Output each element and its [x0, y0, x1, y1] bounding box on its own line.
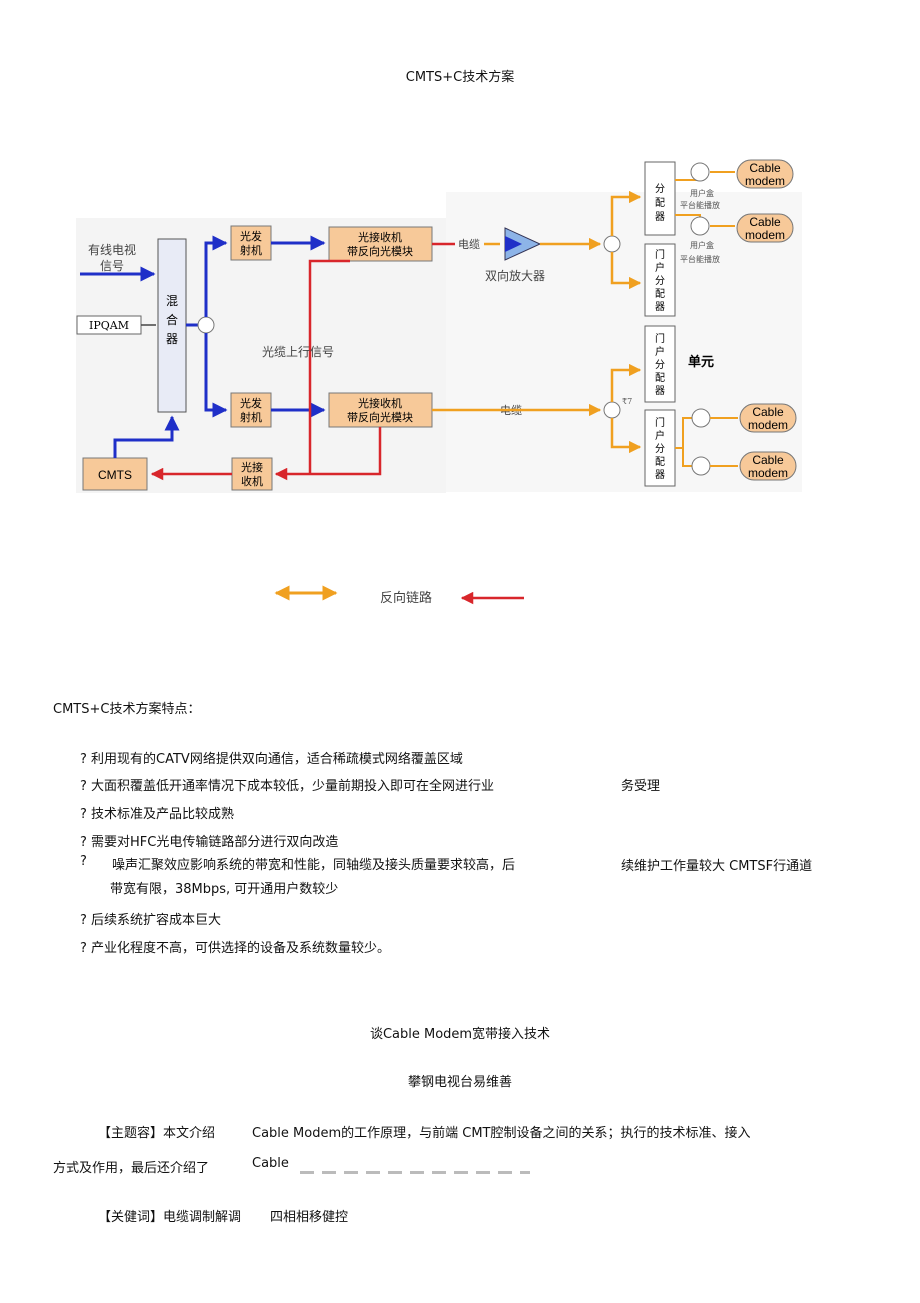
outlet-3 — [691, 408, 711, 428]
abstract-label: 【主题容】本文介绍 — [98, 1126, 216, 1141]
svg-text:配: 配 — [655, 456, 665, 468]
svg-text:₹7: ₹7 — [622, 397, 632, 406]
svg-text:器: 器 — [655, 385, 665, 397]
bullet-item-text: 带宽有限，38Mbps, 可开通用户数较少 — [110, 882, 339, 897]
svg-text:光接收机: 光接收机 — [358, 230, 402, 244]
svg-text:光接: 光接 — [241, 460, 263, 474]
svg-text:分: 分 — [655, 359, 665, 371]
bullet-item-tail: 务受理 — [621, 779, 661, 794]
article-title: 谈Cable Modem宽带接入技术 — [369, 1027, 551, 1042]
outlet-4 — [691, 456, 711, 476]
keywords-text: 四相相移健控 — [270, 1210, 349, 1225]
amplifier-label: 双向放大器 — [485, 268, 545, 283]
cable-tv-signal-label-2: 信号 — [100, 259, 124, 273]
outlet-2 — [690, 216, 710, 236]
split-node — [197, 316, 215, 334]
page-title: CMTS+C技术方案 — [405, 70, 515, 85]
svg-text:分: 分 — [655, 275, 665, 287]
bullet-item: ? 产业化程度不高，可供选择的设备及系统数量较少。 — [80, 941, 391, 956]
svg-text:配: 配 — [655, 372, 665, 384]
uplink-label: 光缆上行信号 — [262, 345, 334, 359]
svg-text:平台能播放: 平台能播放 — [680, 200, 720, 210]
svg-text:配: 配 — [655, 288, 665, 300]
house-splitter-box-2 — [644, 325, 676, 403]
svg-text:Cable: Cable — [752, 453, 784, 467]
svg-text:用户盒: 用户盒 — [690, 240, 714, 250]
svg-text:modem: modem — [748, 466, 788, 480]
bullet-item: ? 大面积覆盖低开通率情况下成本较低，少量前期投入即可在全网进行业 — [80, 779, 495, 794]
cable-tv-signal-label: 有线电视 — [88, 242, 136, 257]
svg-text:Cable: Cable — [749, 161, 781, 175]
svg-text:射机: 射机 — [240, 243, 262, 257]
svg-text:光发: 光发 — [240, 396, 262, 410]
tap-node-1 — [603, 235, 621, 253]
svg-text:户: 户 — [655, 345, 665, 358]
bullet-item: ? 需要对HFC光电传输链路部分进行双向改造 — [80, 835, 339, 850]
cable-modem-2 — [736, 213, 794, 243]
svg-text:modem: modem — [745, 228, 785, 242]
svg-text:门: 门 — [655, 248, 665, 261]
mixer-box — [157, 238, 187, 413]
cable-modem-3 — [739, 403, 797, 433]
svg-text:器: 器 — [655, 301, 665, 313]
svg-text:门: 门 — [655, 416, 665, 429]
svg-text:用户盒: 用户盒 — [690, 188, 714, 198]
svg-text:收机: 收机 — [241, 474, 263, 488]
bullet-item: ? — [80, 854, 87, 869]
ipqam-label: IPQAM — [89, 319, 129, 332]
svg-text:射机: 射机 — [240, 410, 262, 424]
svg-text:分: 分 — [655, 183, 665, 195]
abstract-text: 方式及作用，最后还介绍了 — [53, 1161, 210, 1176]
cable-label-1: 电缆 — [458, 238, 480, 251]
svg-text:Cable: Cable — [752, 405, 784, 419]
article-author: 攀钢电视台易维善 — [407, 1075, 512, 1090]
bullet-item-text: 噪声汇聚效应影响系统的带宽和性能，同轴缆及接头质量要求较高，后 — [112, 858, 516, 873]
svg-text:器: 器 — [655, 211, 665, 223]
svg-text:户: 户 — [655, 429, 665, 442]
bullet-item: ? 后续系统扩容成本巨大 — [80, 913, 222, 928]
cmts-label: CMTS — [98, 468, 132, 482]
bullet-item: ? 利用现有的CATV网络提供双向通信，适合稀疏模式网络覆盖区域 — [80, 752, 463, 767]
cropped-line-fragment — [300, 1171, 530, 1174]
cable-modem-1 — [736, 159, 794, 189]
svg-text:带反向光模块: 带反向光模块 — [347, 410, 413, 424]
legend: 反向链路 — [274, 585, 524, 606]
mixer-label: 合 — [166, 312, 178, 327]
svg-text:分: 分 — [655, 443, 665, 455]
legend-reverse-label: 反向链路 — [380, 590, 432, 606]
svg-text:Cable: Cable — [749, 215, 781, 229]
svg-text:modem: modem — [745, 174, 785, 188]
house-splitter-box-3 — [644, 409, 676, 487]
cable-modem-4 — [739, 451, 797, 481]
unit-label: 单元 — [688, 354, 714, 370]
svg-text:配: 配 — [655, 197, 665, 209]
features-heading: CMTS+C技术方案特点： — [53, 702, 201, 717]
mixer-label: 器 — [166, 332, 178, 346]
tap-node-2 — [603, 401, 621, 419]
svg-text:平台能播放: 平台能播放 — [680, 254, 720, 264]
abstract-text: Cable Modem的工作原理，与前端 CMT腔制设备之间的关系；执行的技术标… — [252, 1126, 751, 1141]
svg-text:光发: 光发 — [240, 229, 262, 243]
house-splitter-box-1 — [644, 243, 676, 317]
abstract-text: Cable — [252, 1156, 289, 1171]
bullet-item: ? 技术标准及产品比较成熟 — [80, 807, 235, 822]
bullet-item-tail: 续维护工作量较大 CMTSF行通道 — [621, 859, 813, 874]
splitter-box-1 — [644, 161, 676, 236]
outlet-1 — [690, 162, 710, 182]
svg-text:器: 器 — [655, 469, 665, 481]
svg-text:带反向光模块: 带反向光模块 — [347, 244, 413, 258]
svg-text:光接收机: 光接收机 — [358, 396, 402, 410]
mixer-label: 混 — [166, 294, 178, 308]
svg-text:门: 门 — [655, 332, 665, 345]
svg-text:modem: modem — [748, 418, 788, 432]
optical-transmitter-1 — [230, 225, 272, 261]
cmts-network-diagram: 有线电视 信号 IPQAM 混 合 器 光发 射机 光发 射机 光接收机 带反向… — [76, 159, 802, 606]
keywords-label: 【关健词】电缆调制解调 — [98, 1210, 242, 1225]
optical-transmitter-2 — [230, 392, 272, 428]
svg-text:户: 户 — [655, 261, 665, 274]
